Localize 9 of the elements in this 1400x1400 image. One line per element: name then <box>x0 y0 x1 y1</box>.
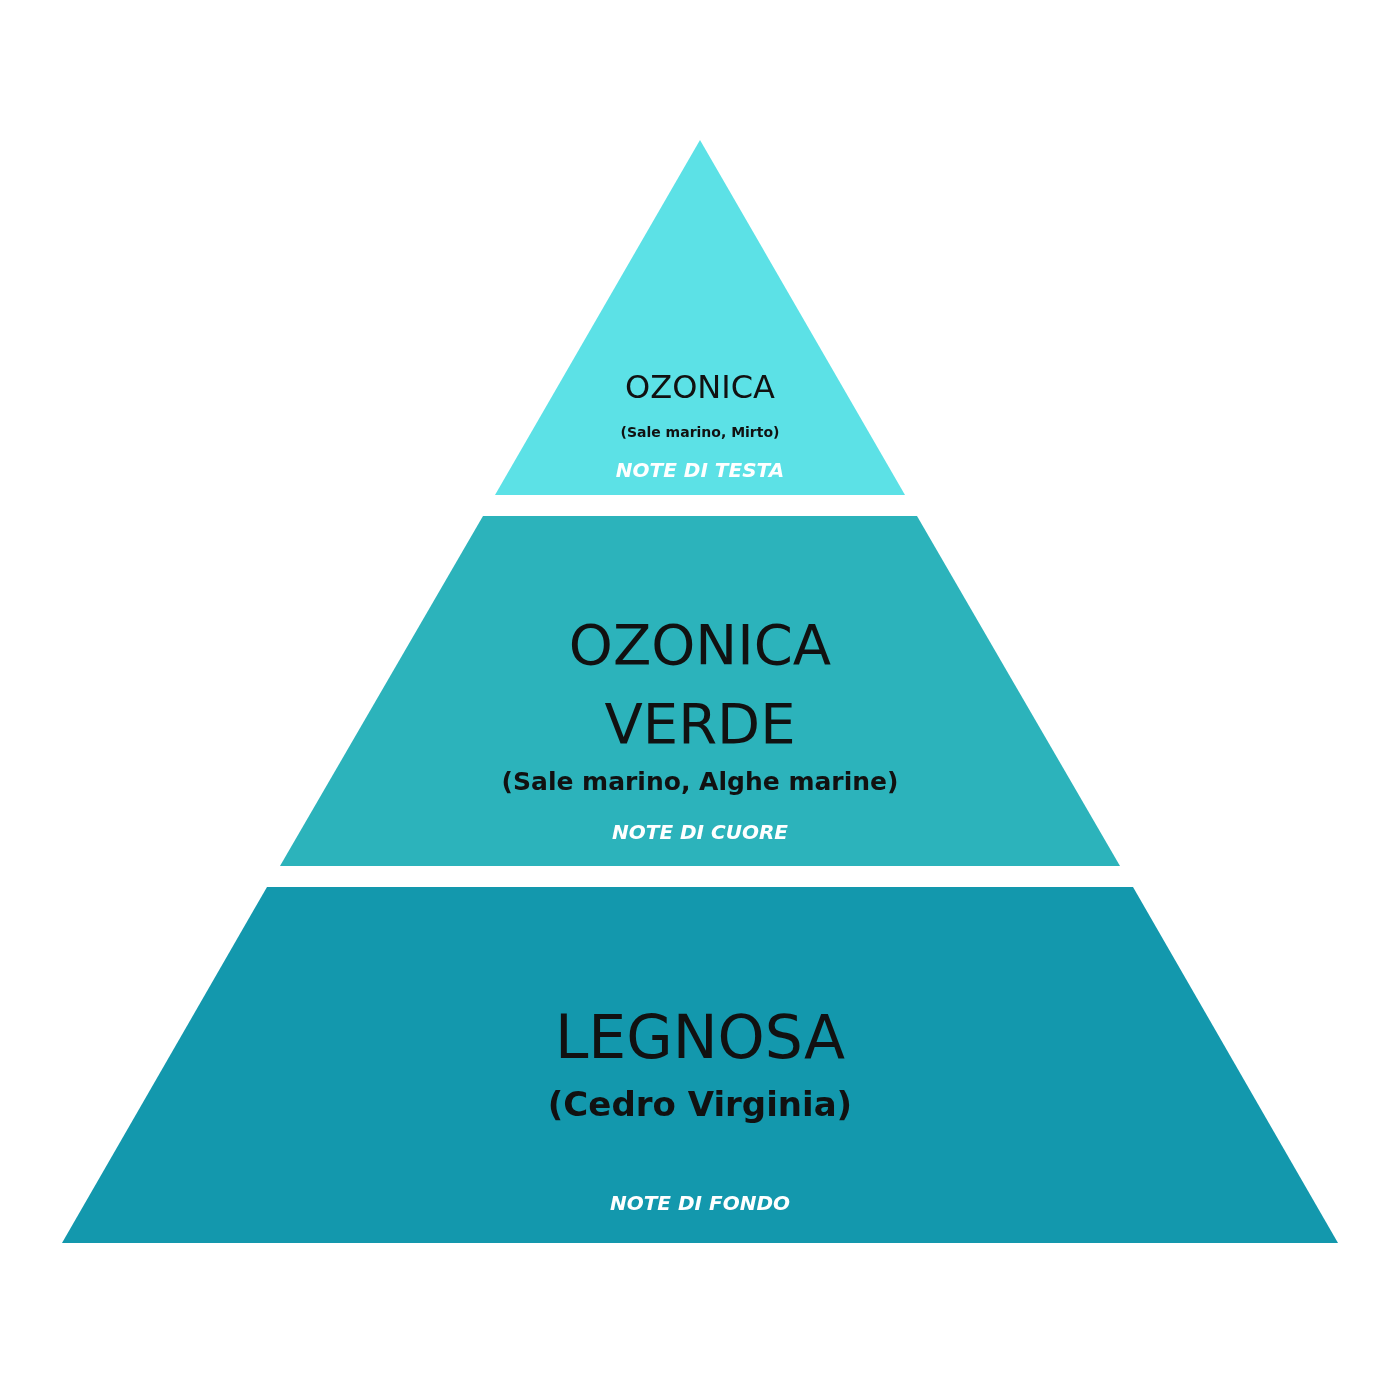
tier-label: NOTE DI CUORE <box>612 820 788 844</box>
tier-title: OZONICA <box>625 367 775 407</box>
ingredient-list: (Cedro Virginia) <box>547 1083 853 1125</box>
tier-label: NOTE DI TESTA <box>615 458 785 482</box>
ingredient-list: (Sale marino, Alghe marine) <box>501 767 899 797</box>
tier-title: LEGNOSA <box>554 1001 846 1073</box>
ingredient-list: (Sale marino, Mirto) <box>620 423 780 441</box>
tier-title: OZONICA VERDE <box>567 611 833 758</box>
tier-label: NOTE DI FONDO <box>610 1191 790 1215</box>
